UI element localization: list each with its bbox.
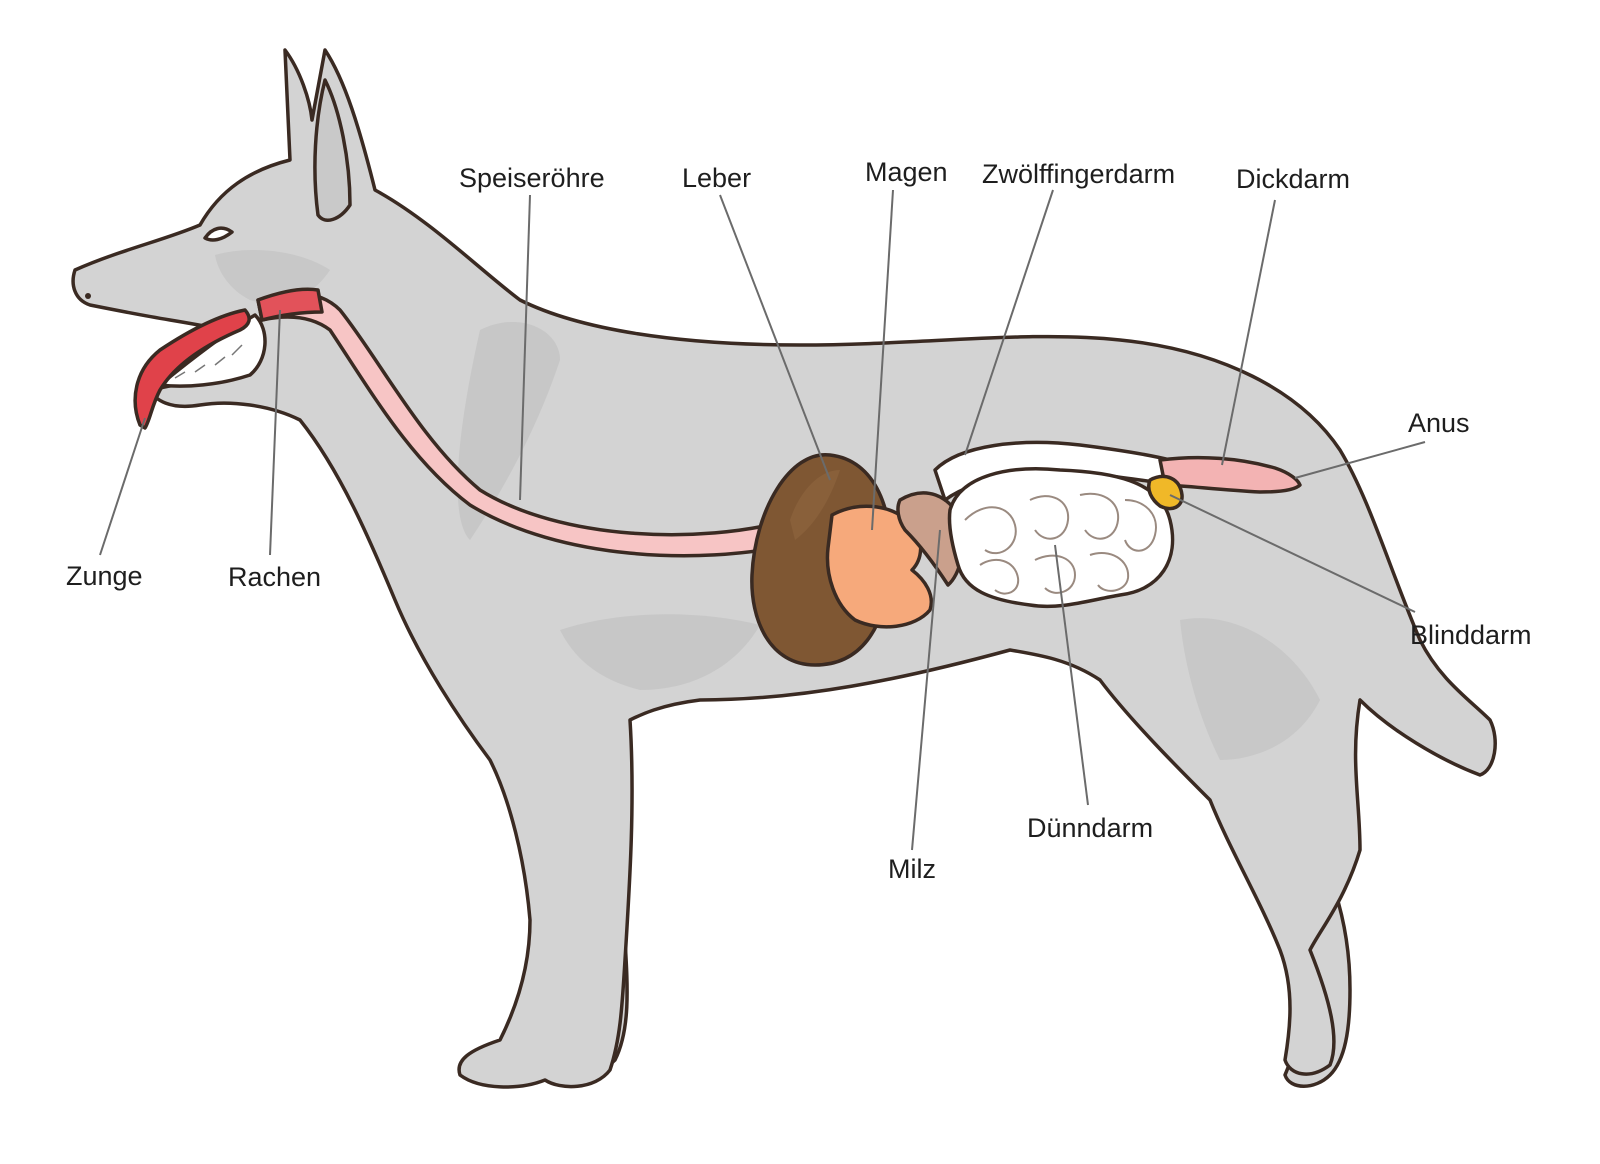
small-intestine [947,467,1175,609]
leader-speiseroehre [519,194,531,501]
throat [256,287,324,322]
tongue [133,308,251,430]
large-intestine [1158,455,1302,494]
teeth [174,344,243,379]
leader-rachen [269,309,281,556]
label-leber: Leber [682,163,752,193]
label-magen: Magen [865,157,948,187]
label-blinddarm: Blinddarm [1410,620,1532,650]
leader-magen [871,189,894,531]
nose-icon [85,293,91,299]
ear-inner [313,78,352,222]
label-duenndarm: Dünndarm [1027,813,1154,843]
label-milz: Milz [888,854,936,884]
leader-milz [911,529,941,851]
leader-anus [1294,441,1426,479]
belly-shadow [560,614,760,690]
leader-zunge [99,417,146,556]
label-rachen: Rachen [228,562,322,592]
cecum [1147,474,1184,511]
label-dickdarm: Dickdarm [1236,164,1351,194]
label-speiseroehre: Speiseröhre [459,163,605,193]
liver-highlight [790,470,840,540]
leader-dickdarm [1221,199,1276,466]
label-zunge: Zunge [66,561,143,591]
hip-shadow [1180,618,1320,760]
leader-leber [719,194,831,481]
label-anus: Anus [1408,408,1470,438]
leader-zwoelffingerdarm [964,189,1054,456]
leader-lines [99,189,1426,851]
eye-icon [203,226,234,242]
label-zwoelffingerdarm: Zwölffingerdarm [982,159,1176,189]
shoulder-shadow [457,321,560,540]
leader-blinddarm [1169,494,1416,613]
leader-duenndarm [1054,544,1089,806]
